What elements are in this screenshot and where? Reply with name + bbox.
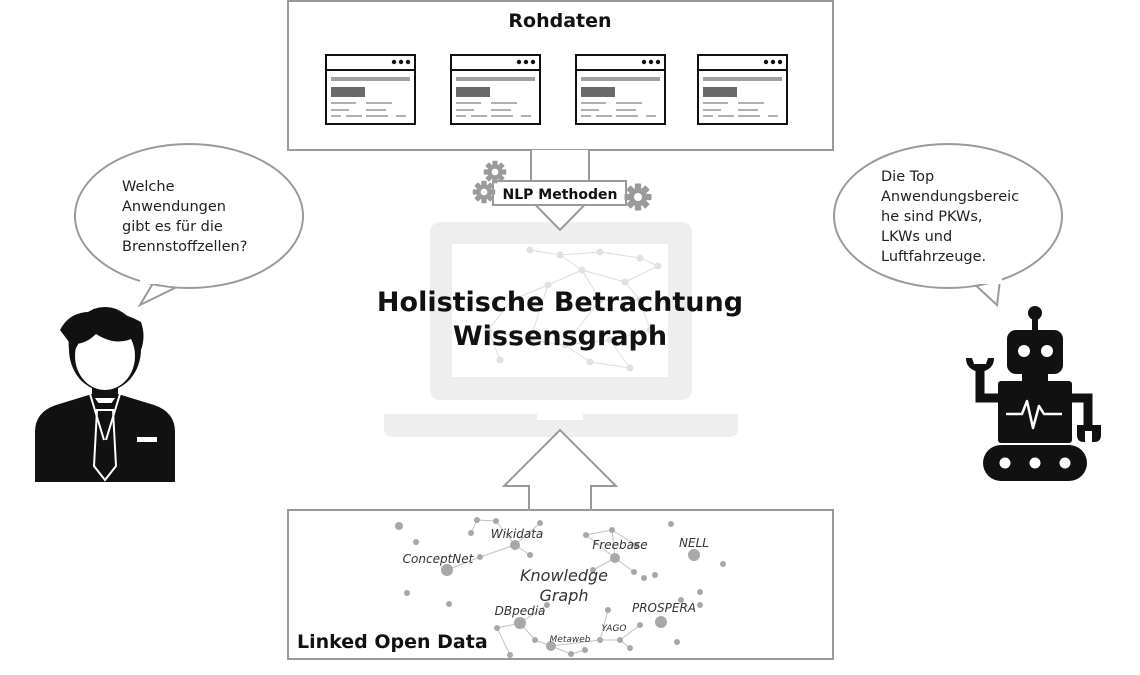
graph-node <box>404 590 410 596</box>
graph-node <box>636 296 644 304</box>
source-nell: NELL <box>679 536 709 550</box>
user-question: Welche Anwendungen gibt es für die Brenn… <box>122 179 247 255</box>
graph-node <box>395 522 403 530</box>
graph-node <box>641 575 647 581</box>
graph-node <box>413 539 419 545</box>
laptop-icon <box>384 222 738 437</box>
graph-node <box>596 248 604 256</box>
document-window <box>325 54 416 125</box>
lod-title: Linked Open Data <box>297 631 488 653</box>
graph-node <box>526 246 534 254</box>
graph-node <box>668 521 674 527</box>
graph-node <box>617 637 623 643</box>
gear-icon <box>472 180 496 204</box>
gear-icon <box>624 183 652 211</box>
graph-node <box>655 616 667 628</box>
graph-node <box>508 296 516 304</box>
graph-node <box>578 266 586 274</box>
graph-node <box>527 552 533 558</box>
graph-node <box>532 637 538 643</box>
graph-node <box>590 567 596 573</box>
graph-node <box>546 641 556 651</box>
graph-node <box>526 336 534 344</box>
lod-graph <box>395 517 726 658</box>
graph-node <box>537 520 543 526</box>
raw-documents <box>325 54 788 125</box>
graph-node <box>633 542 639 548</box>
graph-node <box>468 530 474 536</box>
graph-node <box>631 569 637 575</box>
up-arrow <box>501 428 619 510</box>
graph-node <box>474 517 480 523</box>
graph-node <box>688 549 700 561</box>
graph-node <box>652 572 658 578</box>
graph-node <box>583 532 589 538</box>
graph-node <box>441 564 453 576</box>
kg-label-line1: Knowledge <box>520 566 608 585</box>
nlp-label: NLP Methoden <box>503 187 618 203</box>
lod-labels: Wikidata ConceptNet Freebase NELL Knowle… <box>403 527 709 645</box>
graph-node <box>697 602 703 608</box>
nlp-methods: NLP Methoden <box>492 180 627 206</box>
graph-node <box>626 364 634 372</box>
source-dbpedia: DBpedia <box>495 604 546 618</box>
graph-node <box>556 251 564 259</box>
graph-node <box>477 554 483 560</box>
graph-node <box>496 356 504 364</box>
graph-node <box>621 278 629 286</box>
graph-node <box>606 336 614 344</box>
document-window <box>575 54 666 125</box>
graph-node <box>610 553 620 563</box>
graph-node <box>484 326 492 334</box>
graph-node <box>674 639 680 645</box>
laptop-screen-graph <box>484 246 662 372</box>
graph-node <box>597 637 603 643</box>
graph-node <box>697 589 703 595</box>
graph-node <box>627 645 633 651</box>
graph-node <box>544 602 550 608</box>
source-metaweb: Metaweb <box>550 635 591 645</box>
raw-data-title: Rohdaten <box>508 10 611 32</box>
source-prospera: PROSPERA <box>632 601 696 615</box>
kg-label-line2: Graph <box>539 586 588 605</box>
source-yago: YAGO <box>601 624 626 634</box>
center-title-line1: Holistische Betrachtung <box>377 287 743 318</box>
graph-node <box>582 647 588 653</box>
graph-node <box>561 341 569 349</box>
graph-node <box>568 651 574 657</box>
graph-node <box>510 540 520 550</box>
graph-node <box>493 518 499 524</box>
graph-node <box>678 597 684 603</box>
graph-node <box>494 625 500 631</box>
gear-icon <box>483 160 507 184</box>
graph-node <box>605 607 611 613</box>
graph-node <box>596 296 604 304</box>
source-conceptnet: ConceptNet <box>403 552 475 566</box>
graph-node <box>544 281 552 289</box>
robot-icon <box>966 306 1101 481</box>
center-title-line2: Wissensgraph <box>453 321 667 352</box>
source-wikidata: Wikidata <box>491 527 544 541</box>
linked-open-data-panel <box>287 509 834 660</box>
graph-node <box>446 601 452 607</box>
graph-node <box>514 617 526 629</box>
source-freebase: Freebase <box>592 538 647 552</box>
user-speech-bubble: Welche Anwendungen gibt es für die Brenn… <box>74 143 304 308</box>
document-window <box>697 54 788 125</box>
graph-node <box>586 358 594 366</box>
document-window <box>450 54 541 125</box>
graph-node <box>609 527 615 533</box>
graph-node <box>654 262 662 270</box>
businessman-icon <box>35 307 175 482</box>
graph-node <box>637 622 643 628</box>
graph-node <box>646 326 654 334</box>
robot-answer: Die Top Anwendungsbereic he sind PKWs, L… <box>881 169 1024 265</box>
graph-node <box>636 254 644 262</box>
graph-node <box>507 652 513 658</box>
robot-speech-bubble: Die Top Anwendungsbereic he sind PKWs, L… <box>833 143 1063 308</box>
graph-node <box>720 561 726 567</box>
